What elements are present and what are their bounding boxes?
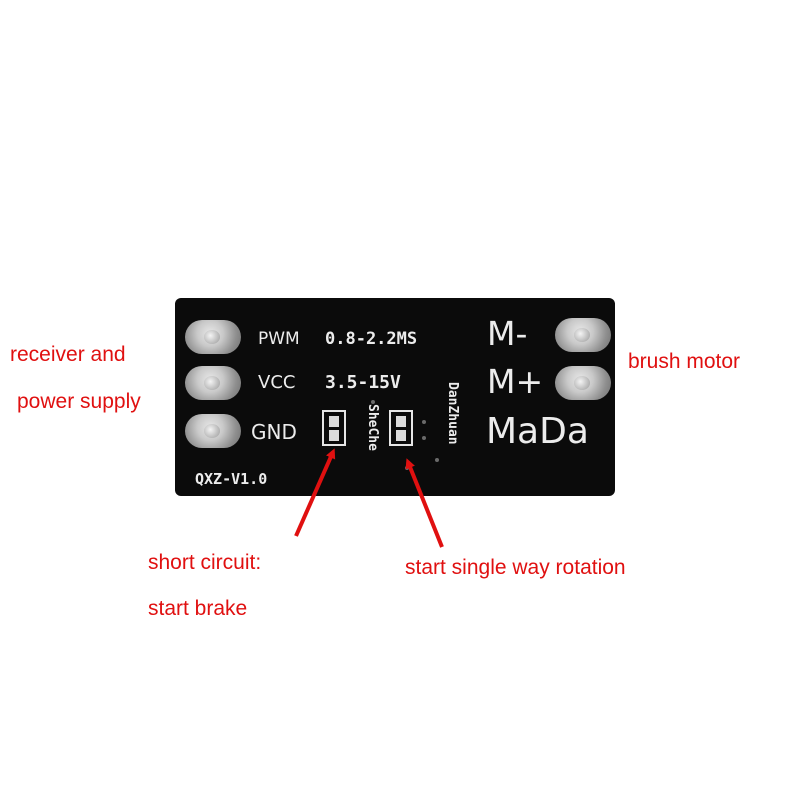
brush-motor-label: brush motor [628,350,741,373]
vcc-pad-hole [204,376,220,390]
single-way-jumper-pin-bottom [396,430,406,441]
brake-jumper [322,410,346,446]
single-way-arrow [405,458,444,548]
via [422,420,426,424]
gnd-label: GND [251,420,297,444]
short-circuit-label-line1: short circuit: [148,551,262,574]
pwm-pad-hole [204,330,220,344]
m-plus-label: M+ [487,362,544,401]
single-way-label: start single way rotation [405,556,626,579]
receiver-label-line1: receiver and [10,343,126,366]
vcc-label: VCC [258,372,296,393]
gnd-pad-hole [204,424,220,438]
pwm-pad [185,320,241,354]
receiver-label-line2: power supply [17,390,141,413]
version-label: QXZ-V1.0 [195,470,268,488]
pcb-board: PWM 0.8-2.2MS VCC 3.5-15V GND M- M+ MaDa… [175,298,615,496]
pwm-label: PWM [258,329,300,349]
gnd-pad [185,414,241,448]
via [422,436,426,440]
single-way-jumper-pin-top [396,416,406,427]
single-way-jumper [389,410,413,446]
m-minus-label: M- [487,314,528,353]
m-minus-pad [555,318,611,352]
via [435,458,439,462]
mada-label: MaDa [486,411,589,452]
short-circuit-label-line2: start brake [148,597,248,620]
brake-arrow [294,448,336,537]
m-minus-pad-hole [574,328,590,342]
pwm-range-label: 0.8-2.2MS [325,329,418,349]
vcc-pad [185,366,241,400]
via [371,400,375,404]
brake-jumper-pin-top [329,416,339,427]
vcc-range-label: 3.5-15V [325,372,401,393]
m-plus-pad [555,366,611,400]
m-plus-pad-hole [574,376,590,390]
brake-jumper-pin-bottom [329,430,339,441]
